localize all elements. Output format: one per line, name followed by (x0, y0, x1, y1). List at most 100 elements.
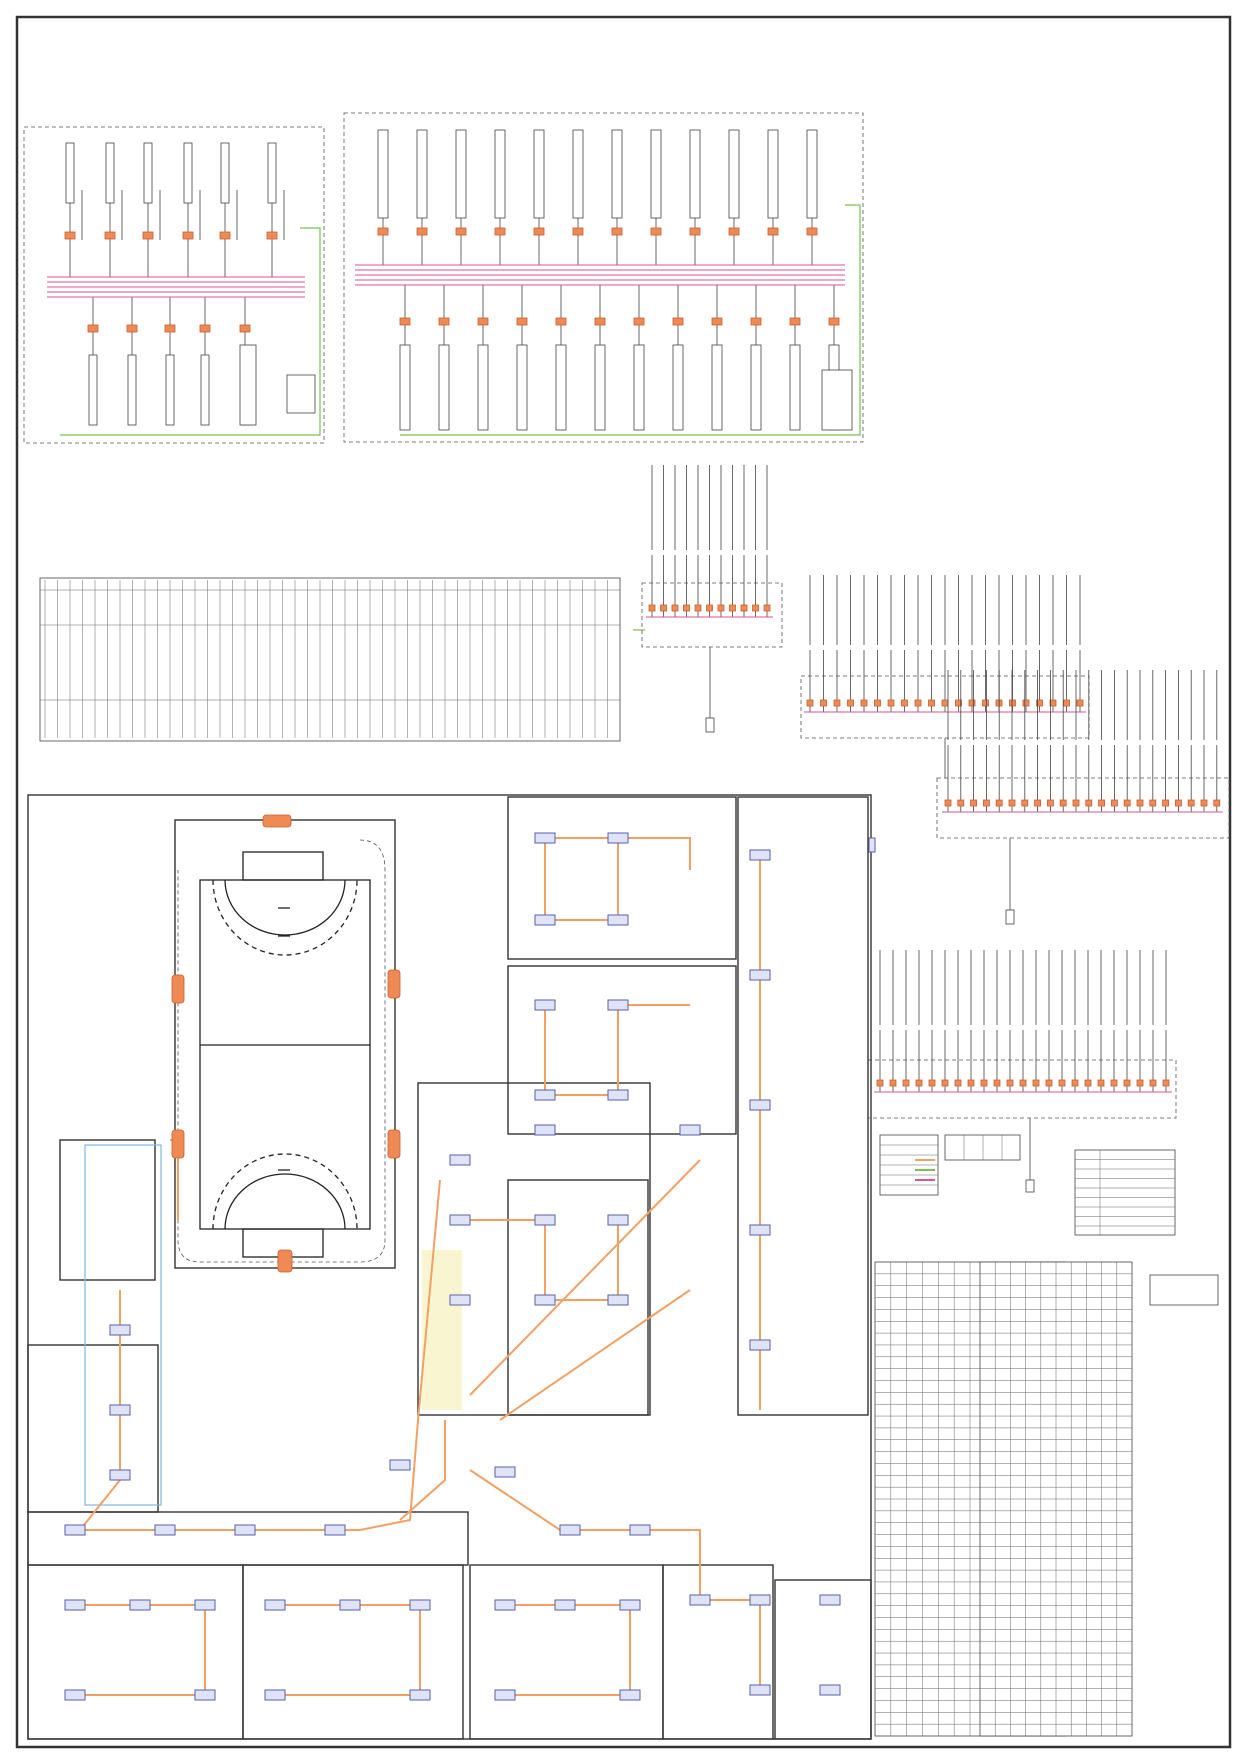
distribution-board-schematic-a (23, 126, 325, 444)
breaker-symbol-icon (572, 227, 584, 236)
legend-table-board (944, 1134, 1021, 1161)
water-supply-route (84, 1144, 162, 1506)
luminaire-icon (64, 1689, 86, 1701)
breaker-symbol-icon (219, 231, 231, 240)
hall-luminaires (171, 814, 401, 1273)
circuit-label-box (689, 129, 701, 219)
circuit-label-box (65, 142, 75, 204)
luminaire-icon (534, 1294, 556, 1306)
breaker-symbol-icon (1084, 1079, 1092, 1087)
circuit-label-box (767, 129, 779, 219)
schematic-b-frame (343, 112, 864, 443)
breaker-symbol-icon (1213, 799, 1221, 807)
circuit-label-box (806, 129, 818, 219)
breaker-symbol-icon (533, 227, 545, 236)
room-upper-2 (507, 965, 737, 1135)
luminaire-icon (629, 1524, 651, 1536)
free-throw-top (212, 879, 358, 956)
riser-4-feeders (874, 950, 1172, 1093)
circuit-label-box (88, 354, 98, 426)
luminaire-icon (607, 999, 629, 1011)
luminaire-icon (607, 1214, 629, 1226)
luminaire-icon (194, 1599, 216, 1611)
breaker-symbol-icon (1149, 1079, 1157, 1087)
legend-note (1149, 1274, 1219, 1306)
handball-court (199, 879, 371, 1230)
breaker-symbol-icon (650, 227, 662, 236)
breaker-symbol-icon (1110, 1079, 1118, 1087)
breaker-symbol-icon (806, 699, 814, 707)
luminaire-icon (449, 1214, 471, 1226)
breaker-symbol-icon (1071, 1079, 1079, 1087)
breaker-symbol-icon (983, 799, 990, 807)
legend-table-board-rows (963, 1135, 1003, 1160)
breaker-symbol-icon (860, 699, 868, 707)
breaker-symbol-icon (142, 231, 154, 240)
breaker-symbol-icon (689, 227, 701, 236)
breaker-symbol-icon (455, 227, 467, 236)
breaker-symbol-icon (902, 1079, 910, 1087)
hall-luminaire-group-4 (171, 1129, 185, 1159)
luminaire-icon (64, 1524, 86, 1536)
hall-perimeter-circuit (177, 839, 386, 1263)
breaker-symbol-icon (477, 317, 489, 326)
changing-block (59, 1139, 156, 1281)
hall-luminaire-group-2 (171, 974, 185, 1004)
luminaire-icon (534, 999, 556, 1011)
breaker-symbol-icon (1111, 799, 1118, 807)
breaker-symbol-icon (750, 317, 762, 326)
schematic-b-upper-circuits (377, 129, 818, 265)
legend-note-box (1149, 1274, 1219, 1306)
circuit-label-box (672, 344, 684, 431)
breaker-symbol-icon (1006, 1079, 1014, 1087)
circuit-label-box (750, 344, 762, 431)
luminaire-icon (129, 1599, 151, 1611)
breaker-symbol-icon (1187, 799, 1195, 807)
luminaire-icon (559, 1524, 581, 1536)
goal-area-top (224, 879, 346, 936)
breaker-symbol-icon (982, 699, 989, 707)
hall-luminaire-group-3 (387, 969, 401, 999)
breaker-symbol-icon (399, 317, 411, 326)
breaker-symbol-icon (1136, 799, 1144, 807)
cable-route-room-upper-1 (544, 838, 619, 921)
breaker-symbol-icon (820, 699, 827, 707)
room-luminaires (64, 832, 841, 1701)
luminaire-icon (749, 1339, 771, 1351)
breaker-symbol-icon (729, 604, 736, 612)
breaker-symbol-icon (594, 317, 606, 326)
luminaire-icon (409, 1599, 431, 1611)
riser-diagram-3 (936, 670, 1230, 925)
schematic-a-upper-circuits (64, 142, 285, 277)
breaker-symbol-icon (1021, 799, 1029, 807)
luminaire-icon (607, 1294, 629, 1306)
breaker-symbol-icon (633, 317, 645, 326)
circuit-label-box (377, 129, 389, 219)
breaker-symbol-icon (104, 231, 116, 240)
office-block (507, 1179, 649, 1416)
goal-area-bottom (224, 1173, 346, 1230)
breaker-symbol-icon (1162, 799, 1169, 807)
circuit-label-box (572, 129, 584, 219)
luminaire-icon (607, 832, 629, 844)
circuit-label-box (594, 344, 606, 431)
luminaire-icon (409, 1689, 431, 1701)
circuit-label-box (455, 129, 467, 219)
cable-route-central (460, 1219, 619, 1301)
luminaire-icon (607, 914, 629, 926)
luminaire-icon (389, 1459, 411, 1471)
breaker-symbol-icon (752, 604, 759, 612)
floor-plan (27, 794, 872, 1740)
sheet-frame (15, 15, 1232, 1749)
breaker-symbol-icon (1162, 1079, 1170, 1087)
luminaire-icon (264, 1689, 286, 1701)
breaker-symbol-icon (1047, 799, 1054, 807)
breaker-symbol-icon (683, 604, 690, 612)
luminaire-icon (749, 1684, 771, 1696)
breaker-symbol-icon (1022, 699, 1030, 707)
breaker-symbol-icon (876, 1079, 884, 1087)
circuit-label-box (533, 129, 545, 219)
breaker-symbol-icon (711, 317, 723, 326)
luminaire-icon (534, 914, 556, 926)
schematic-a-legend-box (286, 374, 316, 414)
